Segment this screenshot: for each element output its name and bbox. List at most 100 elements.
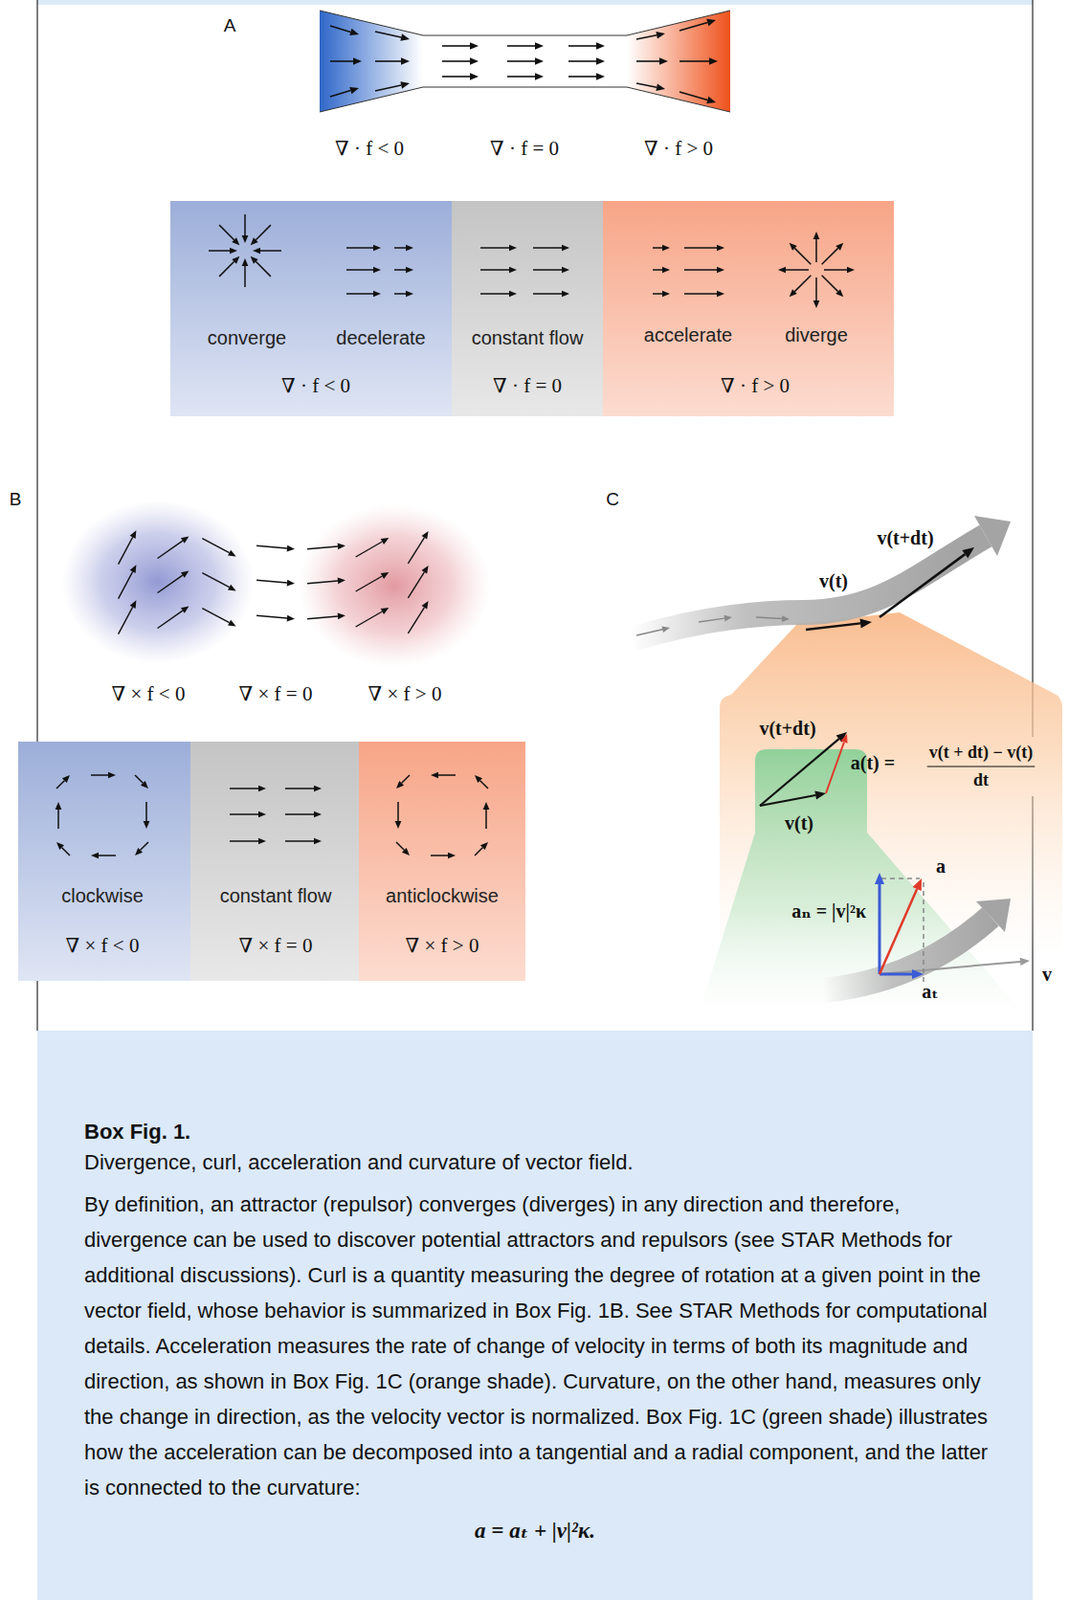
- arrow-head: [130, 600, 137, 609]
- top-strip: [37, 0, 1033, 5]
- arrow-shaft: [375, 31, 401, 38]
- arrow-head: [709, 57, 718, 66]
- arrow-glyph: [507, 57, 544, 66]
- arrow-glyph: [56, 775, 70, 789]
- arrow-glyph: [396, 842, 410, 856]
- arrow-glyph: [879, 547, 975, 618]
- arrow-shaft: [652, 246, 663, 249]
- arrow-head: [227, 550, 237, 557]
- arrow-head: [706, 96, 716, 104]
- arrow-head: [474, 775, 483, 783]
- arrow-head: [430, 772, 439, 780]
- arrow-shaft: [219, 261, 235, 277]
- arrow-head: [716, 244, 725, 252]
- arrow-head: [242, 235, 249, 244]
- arrow-glyph: [430, 852, 456, 860]
- arrow-glyph: [822, 275, 845, 298]
- band-label: constant flow: [220, 885, 333, 908]
- arrow-shaft: [140, 842, 149, 850]
- arrow-head: [313, 811, 322, 819]
- arrow-glyph: [134, 775, 149, 789]
- arrow-head: [874, 872, 885, 885]
- arrow-head: [422, 531, 429, 540]
- arrow-head: [469, 57, 479, 66]
- arrow-glyph: [346, 290, 381, 298]
- funnel-outlet: [626, 10, 731, 112]
- arrow-head: [813, 231, 821, 240]
- trajectory-head: [974, 515, 1011, 557]
- arrow-glyph: [375, 57, 410, 66]
- arrow-head: [373, 244, 381, 252]
- arrow-glyph: [307, 578, 346, 585]
- vector-label: aₜ: [921, 979, 938, 1003]
- arrow-shaft: [56, 780, 65, 789]
- arrow-glyph: [652, 290, 670, 298]
- arrow-head: [840, 734, 847, 744]
- arrow-glyph: [395, 801, 402, 829]
- arrow-shaft: [307, 616, 338, 620]
- arrow-shaft: [507, 60, 535, 63]
- arrow-glyph: [430, 772, 456, 780]
- arrow-shaft: [825, 741, 845, 794]
- arrow-head: [56, 842, 65, 850]
- math-label: ∇ × f = 0: [239, 682, 313, 707]
- arrow-shaft: [397, 801, 400, 822]
- arrow-head: [130, 530, 137, 539]
- band-label: decelerate: [335, 327, 425, 350]
- arrow-head: [227, 620, 237, 627]
- arrow-glyph: [229, 785, 267, 793]
- arrow-glyph: [219, 256, 240, 277]
- arrow-head: [789, 289, 798, 297]
- arrow-glyph: [256, 615, 295, 623]
- arrow-glyph: [636, 626, 670, 636]
- arrow-shaft: [256, 545, 288, 549]
- panel-letter: A: [223, 15, 237, 37]
- math-label: ∇ · f < 0: [334, 136, 404, 161]
- arrow-glyph: [55, 801, 63, 829]
- arrow-head: [405, 290, 414, 298]
- arrow-shaft: [652, 292, 663, 295]
- panel-letter: B: [9, 489, 23, 511]
- vector-label: v(t): [819, 570, 848, 593]
- arrow-glyph: [474, 842, 489, 856]
- arrow-head: [380, 537, 390, 545]
- arrow-shaft: [679, 91, 708, 100]
- arrow-shaft: [824, 268, 847, 271]
- funnel-inlet: [319, 10, 424, 112]
- arrow-shaft: [208, 249, 230, 252]
- curl-negative-region: [62, 500, 254, 664]
- figure-title: Box Fig. 1.: [84, 1119, 191, 1145]
- arrow-shaft: [219, 224, 235, 241]
- arrow-glyph: [874, 872, 885, 975]
- arrow-glyph: [407, 531, 428, 564]
- arrow-shaft: [698, 618, 725, 623]
- arrow-head: [400, 57, 410, 66]
- arrow-shaft: [879, 973, 913, 977]
- arrow-head: [90, 852, 99, 860]
- funnel-throat: [423, 35, 627, 88]
- vector-glyphs: [118, 19, 1036, 986]
- arrow-shaft: [568, 60, 597, 63]
- arrow-shaft: [759, 738, 840, 806]
- arrow-head: [380, 572, 390, 580]
- arrow-shaft: [244, 214, 246, 236]
- arrow-head: [258, 811, 267, 819]
- arrow-glyph: [480, 267, 517, 274]
- arrow-shaft: [430, 854, 448, 857]
- arrow-head: [596, 42, 605, 50]
- vector-label: v(t+dt): [876, 527, 934, 550]
- arrow-glyph: [652, 244, 670, 252]
- formula-part: dt: [973, 770, 989, 791]
- arrow-glyph: [356, 537, 390, 557]
- arrow-shaft: [229, 840, 259, 843]
- arrow-head: [231, 256, 240, 265]
- arrow-shaft: [442, 44, 470, 47]
- arrow-glyph: [652, 267, 670, 274]
- arrow-shaft: [256, 579, 288, 583]
- arrow-glyph: [56, 842, 70, 856]
- arrow-glyph: [285, 811, 322, 819]
- arrow-glyph: [346, 267, 381, 274]
- funnel-wall: [319, 87, 731, 112]
- arrow-glyph: [307, 543, 346, 551]
- arrow-head: [596, 72, 605, 81]
